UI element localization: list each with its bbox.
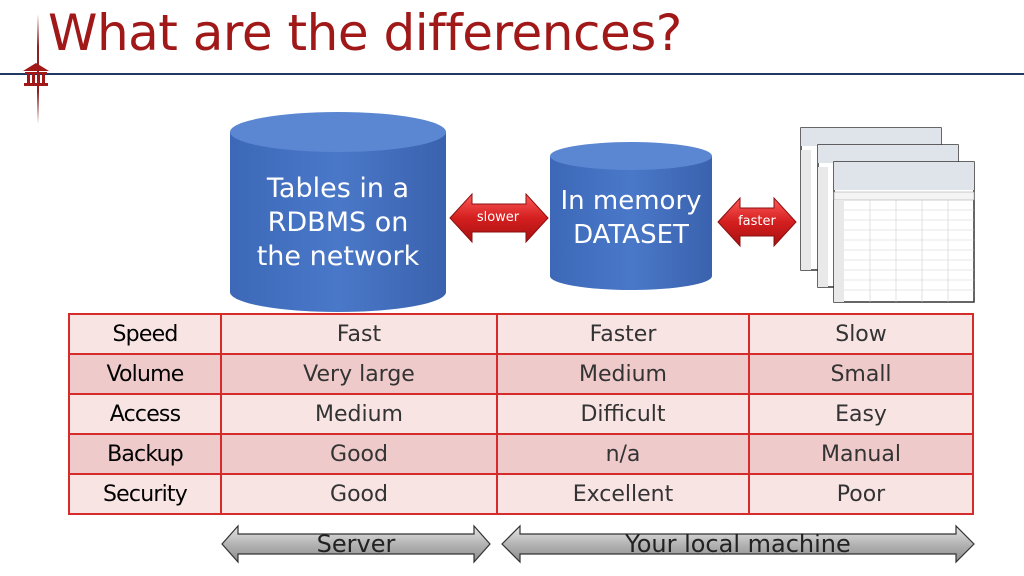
spreadsheet-stack-icon [800, 127, 975, 303]
header-rule [0, 73, 1024, 75]
row-header: Backup [68, 433, 222, 475]
slower-double-arrow [449, 192, 549, 244]
faster-label: faster [738, 214, 776, 229]
faster-double-arrow [717, 196, 797, 248]
row-header: Speed [68, 313, 222, 355]
table-row: Backup Good n/a Manual [68, 433, 974, 475]
diagram-canvas [230, 112, 975, 312]
rdbms-database-cylinder [230, 112, 446, 312]
page-title: What are the differences? [48, 4, 682, 62]
row-header: Volume [68, 353, 222, 395]
dataset-label: In memory DATASET [560, 186, 702, 250]
table-cell: Very large [220, 353, 498, 395]
table-cell: Good [220, 473, 498, 515]
slower-label: slower [476, 210, 520, 225]
table-row: Access Medium Difficult Easy [68, 393, 974, 435]
table-cell: Medium [496, 353, 750, 395]
table-cell: Easy [748, 393, 974, 435]
row-header: Security [68, 473, 222, 515]
local-machine-label: Your local machine [625, 530, 851, 558]
table-cell: Poor [748, 473, 974, 515]
table-row: Speed Fast Faster Slow [68, 313, 974, 355]
table-cell: Faster [496, 313, 750, 355]
table-row: Volume Very large Medium Small [68, 353, 974, 395]
server-range-arrow [221, 524, 491, 564]
server-label: Server [316, 530, 396, 558]
comparison-table: Speed Fast Faster Slow Volume Very large… [68, 313, 974, 515]
range-arrows [221, 524, 975, 564]
row-header: Access [68, 393, 222, 435]
table-cell: Fast [220, 313, 498, 355]
table-cell: Medium [220, 393, 498, 435]
table-cell: Good [220, 433, 498, 475]
local-machine-range-arrow [501, 524, 975, 564]
table-cell: Small [748, 353, 974, 395]
table-cell: Slow [748, 313, 974, 355]
table-cell: n/a [496, 433, 750, 475]
dataset-cylinder [550, 142, 712, 290]
table-row: Security Good Excellent Poor [68, 473, 974, 515]
table-cell: Excellent [496, 473, 750, 515]
university-logo-icon [23, 63, 49, 86]
table-cell: Manual [748, 433, 974, 475]
table-cell: Difficult [496, 393, 750, 435]
rdbms-label: Tables in a RDBMS on the network [256, 173, 420, 272]
